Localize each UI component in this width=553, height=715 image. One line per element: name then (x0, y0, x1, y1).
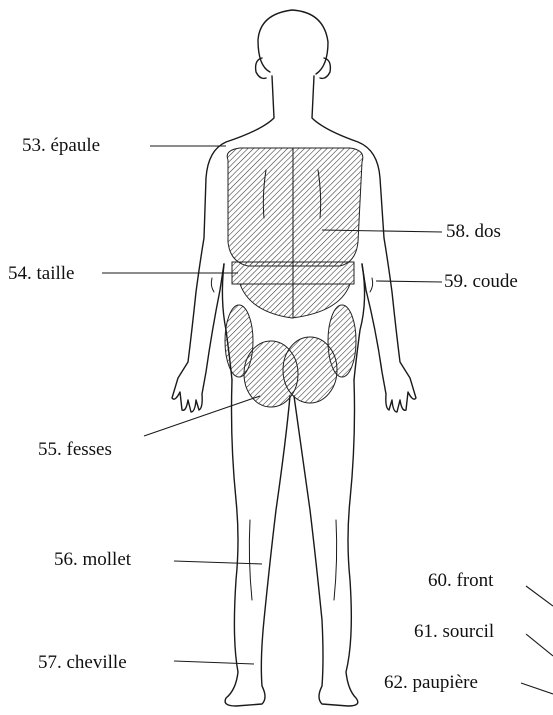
label-taille: 54. taille (8, 264, 74, 283)
label-coude: 59. coude (444, 272, 518, 291)
leader-line-coude (376, 281, 442, 282)
leader-line-paupiere (521, 683, 553, 694)
label-sourcil: 61. sourcil (414, 622, 494, 641)
label-fesses: 55. fesses (38, 440, 112, 459)
label-mollet: 56. mollet (54, 550, 131, 569)
leader-line-cheville (174, 661, 254, 664)
label-epaule: 53. épaule (22, 136, 100, 155)
leader-line-sourcil (526, 634, 553, 656)
leader-line-mollet (174, 561, 262, 564)
label-front: 60. front (428, 571, 493, 590)
label-paupiere: 62. paupière (384, 673, 478, 692)
leader-line-front (526, 586, 553, 606)
back-region-dos (227, 148, 363, 266)
label-dos: 58. dos (446, 222, 501, 241)
label-cheville: 57. cheville (38, 653, 127, 672)
